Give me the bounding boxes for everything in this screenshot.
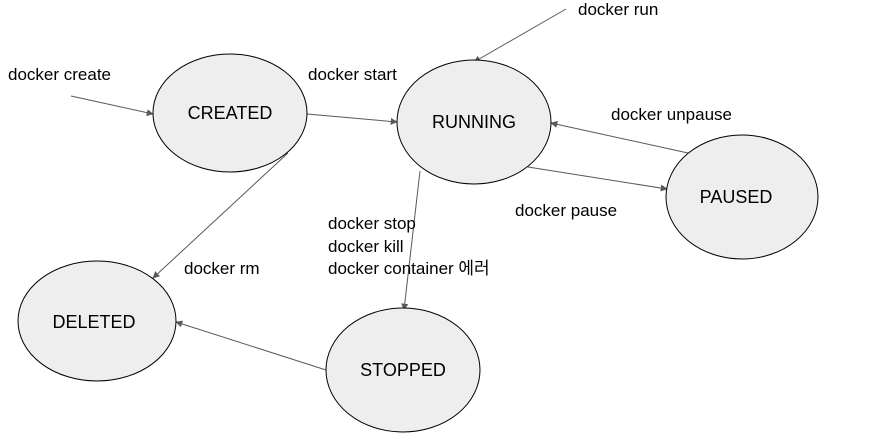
state-paused-shape (665, 134, 819, 260)
edge-unpause-paused-to-running (550, 120, 689, 154)
state-stopped-shape (325, 307, 481, 433)
state-created: CREATED (152, 53, 308, 173)
edge-run-to-running (473, 8, 567, 63)
label-docker-rm: docker rm (184, 259, 260, 278)
state-deleted: DELETED (17, 260, 177, 382)
label-docker-create: docker create (8, 65, 111, 84)
state-stopped: STOPPED (325, 307, 481, 433)
edge-rm-created-to-deleted (152, 152, 289, 279)
label-docker-unpause: docker unpause (611, 105, 732, 124)
label-docker-kill: docker kill (328, 237, 404, 256)
label-docker-pause: docker pause (515, 201, 617, 220)
label-docker-run: docker run (578, 0, 658, 19)
state-running: RUNNING (396, 59, 552, 185)
edges (70, 8, 689, 371)
edge-stopped-to-deleted (175, 320, 327, 371)
state-running-label: RUNNING (432, 112, 516, 132)
edge-labels: docker create docker start docker run do… (8, 0, 732, 278)
label-docker-stop: docker stop (328, 214, 416, 233)
state-paused: PAUSED (665, 134, 819, 260)
edge-start-created-to-running (306, 113, 398, 125)
state-created-label: CREATED (188, 103, 273, 123)
state-deleted-shape (17, 260, 177, 382)
label-docker-container-error: docker container 에러 (328, 259, 490, 278)
state-deleted-label: DELETED (52, 312, 135, 332)
edge-pause-running-to-paused (527, 166, 668, 192)
state-created-shape (152, 53, 308, 173)
label-docker-start: docker start (308, 65, 397, 84)
state-stopped-label: STOPPED (360, 360, 446, 380)
state-running-shape (396, 59, 552, 185)
edge-create-to-created (70, 95, 154, 117)
edge-stop-running-to-stopped (401, 170, 421, 311)
state-paused-label: PAUSED (700, 187, 773, 207)
